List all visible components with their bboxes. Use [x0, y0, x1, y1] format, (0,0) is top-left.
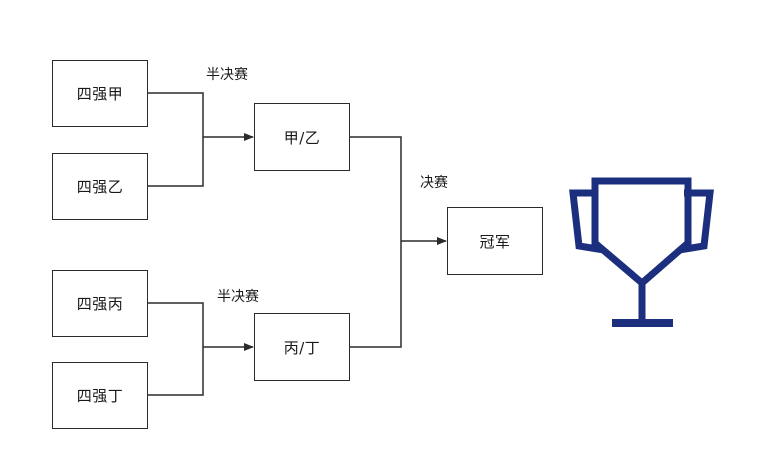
semifinal-box-1: 甲/乙 — [254, 103, 350, 171]
final-label: 冠军 — [479, 232, 511, 251]
connector-s1 — [350, 136, 402, 241]
trophy-icon — [569, 177, 714, 322]
quarterfinal-box-2: 四强乙 — [52, 153, 148, 220]
quarterfinal-label-2: 四强乙 — [76, 178, 124, 196]
connector-q3 — [148, 302, 204, 347]
trophy-base — [612, 319, 673, 327]
semifinal-round-label-1: 半决赛 — [206, 67, 248, 83]
quarterfinal-label-1: 四强甲 — [76, 85, 124, 103]
connector-q2 — [148, 137, 204, 187]
quarterfinal-box-3: 四强丙 — [52, 270, 148, 337]
connector-q4 — [148, 347, 204, 396]
quarterfinal-box-1: 四强甲 — [52, 60, 148, 127]
quarterfinal-label-3: 四强丙 — [76, 295, 124, 313]
semifinal-label-2: 丙/丁 — [283, 338, 321, 357]
final-box: 冠军 — [447, 207, 543, 275]
connector-q1 — [148, 92, 204, 137]
connector-s2 — [350, 241, 402, 348]
quarterfinal-box-4: 四强丁 — [52, 362, 148, 429]
quarterfinal-label-4: 四强丁 — [76, 387, 124, 405]
semifinal-label-1: 甲/乙 — [283, 128, 321, 147]
semifinal-box-2: 丙/丁 — [254, 313, 350, 381]
semifinal-round-label-2: 半决赛 — [217, 289, 259, 305]
final-round-label: 决赛 — [420, 175, 448, 191]
